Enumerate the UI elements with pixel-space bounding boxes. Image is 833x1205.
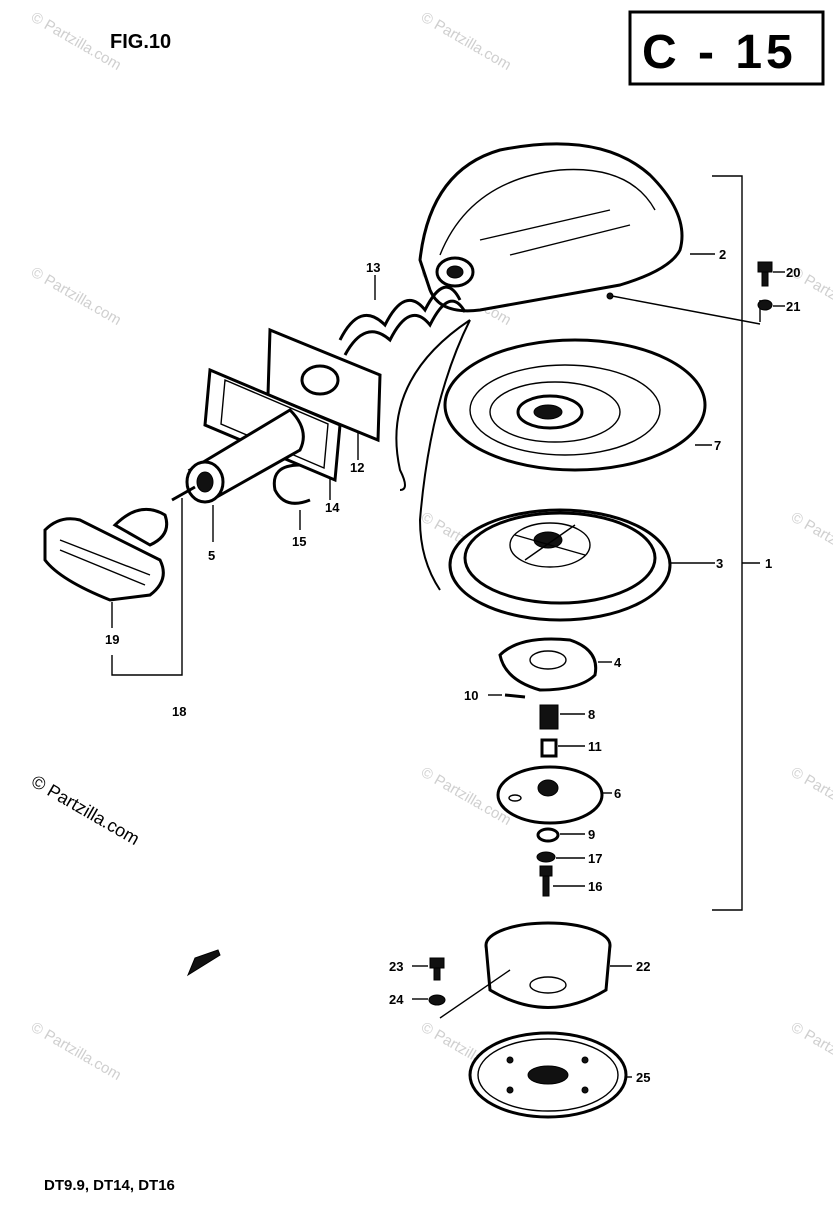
callout-13: 13 (366, 260, 380, 275)
page-code-box (628, 10, 825, 86)
callout-4: 4 (614, 655, 622, 670)
callout-20: 20 (786, 265, 800, 280)
callout-8: 8 (588, 707, 595, 722)
watermark-layer: © Partzilla.com © Partzilla.com © Partzi… (28, 9, 833, 1084)
assembly-bracket (712, 175, 743, 911)
watermark: © Partzilla.com (788, 764, 833, 829)
watermark-prominent: © Partzilla.com (28, 771, 143, 849)
callout-3: 3 (716, 556, 723, 571)
washer-24 (428, 994, 446, 1006)
figure-label: FIG.10 (110, 31, 171, 53)
callout-21: 21 (786, 299, 800, 314)
recoil-spring-7 (443, 338, 707, 472)
watermark: © Partzilla.com (788, 1019, 833, 1084)
starter-rope (418, 319, 471, 591)
direction-mark (186, 949, 221, 977)
bolt-16 (539, 865, 553, 897)
handle-19 (43, 507, 169, 602)
callout-22: 22 (636, 959, 650, 974)
cover-22 (484, 921, 612, 1009)
collar-11 (540, 738, 558, 758)
watermark: © Partzilla.com (28, 1019, 124, 1084)
watermark: © Partzilla.com (28, 264, 124, 329)
washer-21 (757, 299, 773, 311)
spring-8 (539, 704, 559, 730)
callout-9: 9 (588, 827, 595, 842)
plate-12 (266, 327, 382, 443)
callout-16: 16 (588, 879, 602, 894)
callout-6: 6 (614, 786, 621, 801)
callout-19: 19 (105, 632, 119, 647)
rope-guide-5 (171, 408, 305, 504)
washer-17 (536, 851, 556, 863)
callout-23: 23 (389, 959, 403, 974)
starter-rope (395, 319, 471, 491)
model-list: DT9.9, DT14, DT16 (44, 1177, 175, 1194)
handle-bracket (111, 498, 183, 676)
page-code: C - 15 (642, 26, 797, 79)
watermark: © Partzilla.com (788, 509, 833, 574)
callout-14: 14 (325, 500, 340, 515)
guide-6 (496, 765, 604, 825)
ratchet-4 (498, 637, 598, 692)
starter-case (418, 142, 684, 313)
plate-25 (468, 1031, 628, 1119)
callout-18: 18 (172, 704, 186, 719)
spring-13 (338, 285, 467, 356)
bolt-20 (757, 261, 773, 287)
callout-10: 10 (464, 688, 478, 703)
reel-3 (448, 508, 672, 622)
callout-2: 2 (719, 247, 726, 262)
callout-5: 5 (208, 548, 215, 563)
callout-17: 17 (588, 851, 602, 866)
callout-11: 11 (588, 739, 602, 754)
bolt-23 (429, 957, 445, 981)
callout-15: 15 (292, 534, 306, 549)
callout-25: 25 (636, 1070, 650, 1085)
washer-9 (536, 827, 560, 843)
callout-12: 12 (350, 460, 364, 475)
spring-10 (504, 693, 526, 699)
leader-line (611, 295, 761, 325)
callout-1: 1 (765, 556, 772, 571)
watermark: © Partzilla.com (418, 9, 514, 74)
callout-7: 7 (714, 438, 721, 453)
clip-15 (272, 463, 311, 505)
leader-line (439, 969, 511, 1019)
callout-24: 24 (389, 992, 404, 1007)
